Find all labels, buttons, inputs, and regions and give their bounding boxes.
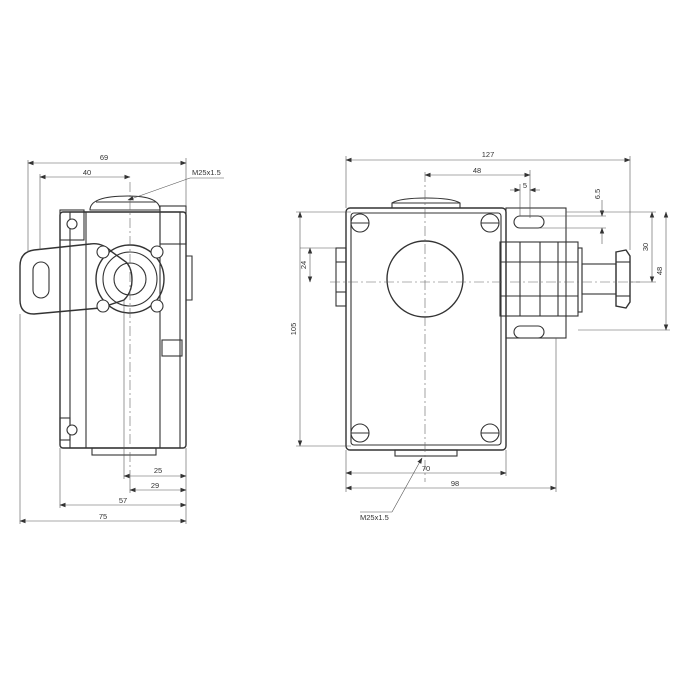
- front-dimensions: 127 48 5 6.5 24 105: [289, 150, 670, 522]
- side-dimensions: 69 40 M25x1.5 25 29 57 7: [19, 153, 224, 524]
- front-actuator: [499, 207, 631, 339]
- side-lever: [19, 218, 165, 436]
- dim-6-5: 6.5: [593, 189, 602, 199]
- dim-29: 29: [151, 481, 159, 490]
- dim-105: 105: [289, 323, 298, 336]
- dim-30: 30: [641, 243, 650, 251]
- dim-70: 70: [422, 464, 430, 473]
- dim-48-horizontal: 48: [473, 166, 481, 175]
- front-body: [335, 197, 507, 457]
- dim-thread-side: M25x1.5: [192, 168, 221, 177]
- dim-48-vertical: 48: [655, 267, 664, 275]
- dim-75: 75: [99, 512, 107, 521]
- dim-40: 40: [83, 168, 91, 177]
- dim-127: 127: [482, 150, 495, 159]
- dim-57: 57: [119, 496, 127, 505]
- dim-69: 69: [100, 153, 108, 162]
- side-view: 69 40 M25x1.5 25 29 57 7: [19, 153, 224, 524]
- front-view: 127 48 5 6.5 24 105: [289, 150, 670, 522]
- dim-thread-front: M25x1.5: [360, 513, 389, 522]
- dim-5: 5: [523, 181, 527, 190]
- dim-25: 25: [154, 466, 162, 475]
- side-body: [59, 195, 193, 456]
- dim-98: 98: [451, 479, 459, 488]
- dim-24: 24: [299, 261, 308, 269]
